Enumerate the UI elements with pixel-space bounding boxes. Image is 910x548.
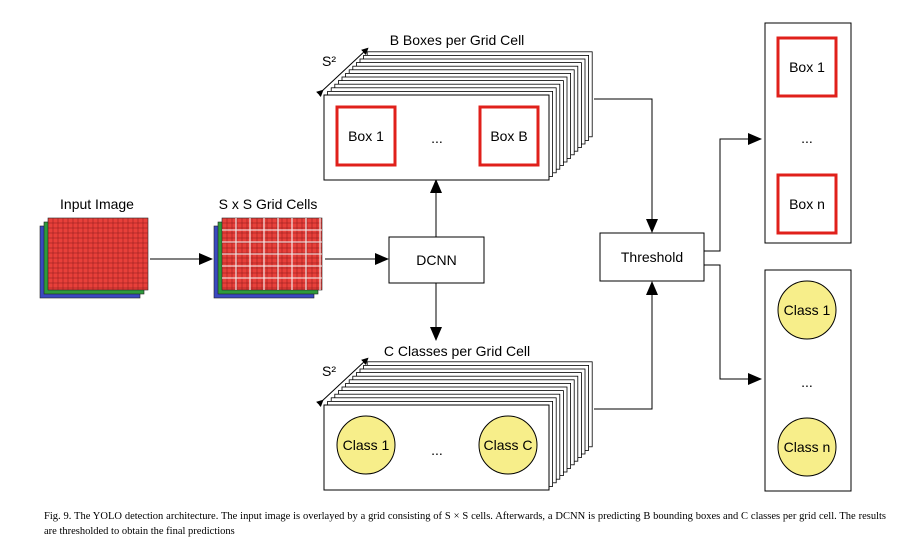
class-c-label: Class C [483, 437, 532, 453]
box-1-label: Box 1 [348, 128, 384, 144]
dcnn-label: DCNN [416, 252, 456, 268]
input-pixel-grid [48, 218, 148, 290]
arrow-boxes-to-threshold [594, 98, 658, 233]
grid-cell-lines [222, 218, 322, 290]
output-box-1 [776, 36, 838, 98]
classes-front-panel: Class 1 ... Class C [323, 404, 550, 491]
boxes-title: B Boxes per Grid Cell [390, 32, 525, 48]
boxes-ellipsis: ... [431, 130, 443, 146]
grid-cell-lines [222, 218, 322, 290]
boxes-s2-label: S² [322, 53, 336, 69]
input-image [39, 217, 149, 299]
output-class-n-circle [777, 417, 837, 477]
output-boxes-panel: Box 1 ... Box n [764, 22, 852, 244]
boxes-front-panel: Box 1 ... Box B [323, 94, 550, 181]
output-box-n [776, 173, 838, 235]
classes-title: C Classes per Grid Cell [384, 343, 530, 359]
classes-depth-arrow [316, 357, 369, 407]
output-class-1-circle [777, 280, 837, 340]
box-b-label: Box B [490, 128, 527, 144]
output-classes-panel: Class 1 ... Class n [764, 269, 852, 492]
grid-cells-label: S x S Grid Cells [219, 196, 318, 212]
box-1 [335, 105, 397, 167]
threshold-label: Threshold [621, 249, 683, 265]
classes-s2-label: S² [322, 363, 336, 379]
output-boxes-ellipsis: ... [801, 130, 813, 146]
grid-cells-image [213, 217, 323, 299]
input-image-label: Input Image [60, 196, 134, 212]
output-class-n-label: Class n [784, 439, 831, 455]
classes-ellipsis: ... [431, 442, 443, 458]
arrow-threshold-to-classes [704, 264, 762, 385]
figure-caption: Fig. 9. The YOLO detection architecture.… [44, 511, 886, 537]
output-box-n-label: Box n [789, 196, 825, 212]
class-c-circle [478, 415, 538, 475]
arrow-classes-to-threshold [594, 281, 658, 410]
output-box-1-label: Box 1 [789, 59, 825, 75]
output-classes-ellipsis: ... [801, 374, 813, 390]
class-1-label: Class 1 [343, 437, 390, 453]
box-b [478, 105, 540, 167]
output-class-1-label: Class 1 [784, 302, 831, 318]
boxes-depth-arrow [316, 47, 369, 97]
class-1-circle [336, 415, 396, 475]
input-pixel-lines [48, 218, 148, 290]
threshold-box [599, 232, 705, 282]
yolo-architecture-diagram: Input Image S x S Grid Cells DCNN Box 1 … [39, 22, 852, 492]
arrow-threshold-to-boxes [704, 133, 762, 252]
